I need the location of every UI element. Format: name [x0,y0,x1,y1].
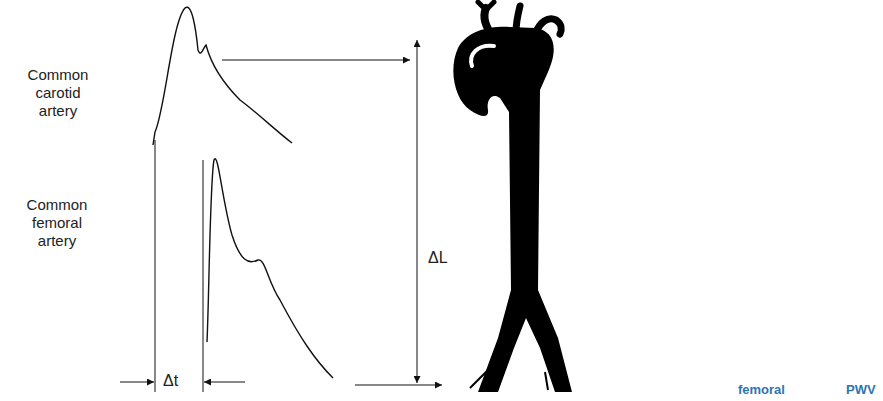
distance-label: ΔL [428,248,448,267]
marker-line [203,160,204,392]
pointer-arrow [222,60,410,61]
dt-arrow [204,382,245,383]
femoral-waveform [207,159,333,378]
time-label: Δt [163,371,178,390]
caption-fragment: PWV [846,382,876,398]
carotid-waveform [153,7,292,145]
caption-fragment: femoral [738,382,785,398]
dt-arrow [120,382,154,383]
aorta-silhouette [453,2,572,392]
marker-line [155,140,156,392]
dl-arrow [417,40,418,383]
vessel-label: Common carotid artery [22,66,94,120]
pointer-arrow [355,385,442,386]
vessel-label: Common femoral artery [18,196,96,250]
